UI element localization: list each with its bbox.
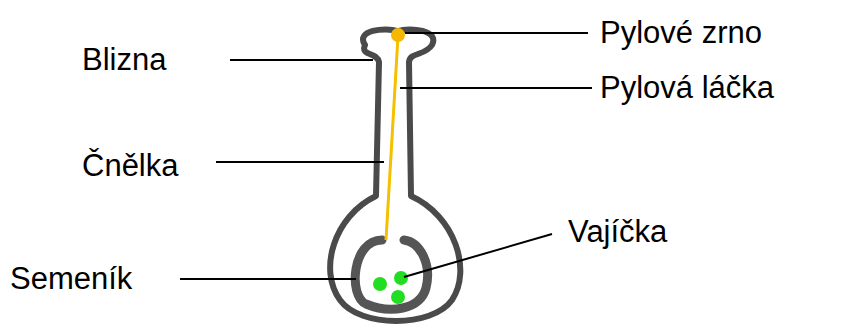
part-label: Vajíčka [568, 216, 667, 247]
pistil-outline [330, 29, 460, 321]
leader-line [230, 59, 373, 61]
ovule [394, 271, 408, 285]
ovule [391, 290, 405, 304]
leader-line [180, 278, 356, 280]
pollen-tube [386, 36, 398, 240]
part-label: Pylové zrno [600, 17, 762, 48]
part-label: Semeník [10, 263, 132, 294]
part-label: Čnělka [82, 150, 179, 181]
leader-line [216, 161, 384, 163]
pollen-grain [391, 28, 405, 42]
leader-line [405, 32, 588, 34]
part-label: Blizna [82, 44, 166, 75]
leader-line [400, 87, 592, 89]
leader-line [404, 234, 552, 277]
ovary-chamber [355, 240, 427, 309]
ovule [373, 277, 387, 291]
part-label: Pylová láčka [600, 72, 774, 103]
leader-lines [180, 33, 592, 279]
